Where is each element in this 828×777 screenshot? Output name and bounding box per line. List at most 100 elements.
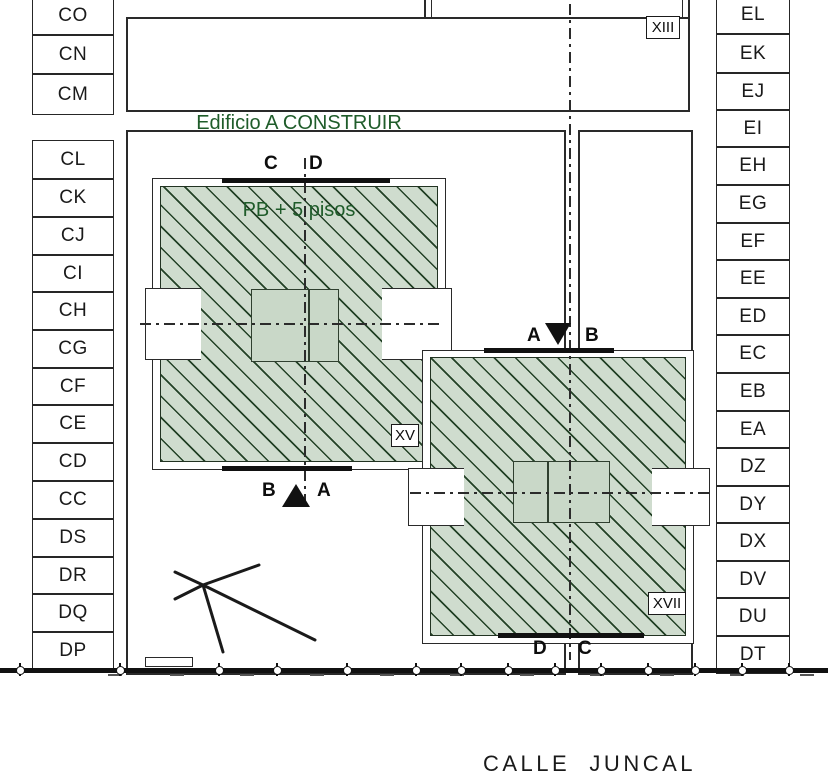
lot-cell[interactable]: CO (32, 0, 114, 35)
lot-cell[interactable]: DR (32, 557, 114, 594)
building-note: Edificio A CONSTRUIR PB + 5 pisos (152, 51, 446, 283)
lot-cell[interactable]: CD (32, 443, 114, 481)
lot-label: CO (58, 4, 88, 26)
lot-cell[interactable]: EE (716, 260, 790, 298)
lot-cell[interactable]: CI (32, 255, 114, 292)
lot-label: EI (743, 117, 763, 139)
lot-label: ED (739, 305, 767, 327)
lot-cell[interactable]: EL (716, 0, 790, 34)
lot-label: CJ (60, 225, 86, 246)
lot-cell[interactable]: DX (716, 523, 790, 561)
street-dash (310, 674, 324, 676)
lot-label: DT (739, 644, 767, 665)
lot-cell[interactable]: EH (716, 147, 790, 185)
lot-cell[interactable]: EF (716, 223, 790, 260)
street-dash (240, 674, 254, 676)
lot-cell[interactable]: CF (32, 368, 114, 405)
lot-cell[interactable]: CN (32, 35, 114, 74)
street-dash (520, 674, 534, 676)
unit-tag-xiii[interactable]: XIII (646, 16, 680, 39)
lot-cell[interactable]: CC (32, 481, 114, 519)
lot-cell[interactable]: EA (716, 411, 790, 448)
lot-label: CF (59, 375, 87, 397)
lot-cell[interactable]: EC (716, 335, 790, 373)
courtyard-notch-se2 (652, 468, 710, 526)
section-bar-ba-left (222, 466, 352, 471)
lot-label: CH (58, 300, 88, 321)
centerline-horizontal-left (140, 323, 440, 325)
lot-label: EG (738, 193, 768, 214)
unit-tag-xv[interactable]: XV (391, 424, 419, 447)
parcel-outline-note-band (126, 17, 690, 112)
lot-cell[interactable]: CJ (32, 217, 114, 255)
lot-label: EK (739, 42, 767, 64)
north-arrow-icon (173, 563, 317, 654)
kerb-ramp-box (145, 657, 193, 667)
kerb-node (691, 666, 700, 675)
lot-label: CC (58, 489, 88, 510)
lot-cell[interactable]: DP (32, 632, 114, 670)
street-dash (800, 674, 814, 676)
street-dash (450, 674, 464, 676)
kerb-node (457, 666, 466, 675)
kerb-node (738, 666, 747, 675)
courtyard-notch-sw2 (408, 468, 464, 526)
section-arrow-down-icon (545, 323, 571, 345)
lot-cell[interactable]: CH (32, 292, 114, 330)
lot-cell[interactable]: DT (716, 636, 790, 674)
section-label-a-left: A (317, 480, 331, 501)
centerline-vertical-left (304, 158, 306, 508)
lot-label: DQ (58, 602, 88, 623)
lot-cell[interactable]: EB (716, 373, 790, 411)
section-label-c-bottom: C (578, 638, 592, 659)
lot-cell[interactable]: DQ (32, 594, 114, 632)
lot-label: EH (739, 155, 767, 176)
lot-label: CK (59, 187, 87, 208)
kerb-node (273, 666, 282, 675)
lot-cell[interactable]: EG (716, 185, 790, 223)
kerb-node (597, 666, 606, 675)
lot-label: EA (739, 418, 767, 440)
lot-label: DP (59, 640, 87, 661)
lot-cell[interactable]: DV (716, 561, 790, 598)
lot-cell[interactable]: ED (716, 298, 790, 335)
section-label-b-left: B (262, 480, 276, 501)
kerb-node (16, 666, 25, 675)
lot-cell[interactable]: DZ (716, 448, 790, 486)
section-bar-ab-right (484, 348, 614, 353)
kerb-node (504, 666, 513, 675)
lot-label: CM (57, 83, 89, 105)
lot-cell[interactable]: CG (32, 330, 114, 368)
section-label-a-right: A (527, 325, 541, 346)
unit-tag-xvii[interactable]: XVII (648, 592, 686, 615)
street-dash (660, 674, 674, 676)
lot-label: CI (63, 262, 83, 284)
kerb-node (785, 666, 794, 675)
kerb-node (644, 666, 653, 675)
lot-cell[interactable]: EJ (716, 73, 790, 110)
lot-cell[interactable]: CE (32, 405, 114, 443)
section-label-d-bottom: D (533, 638, 547, 659)
lot-label: EL (740, 4, 766, 25)
lot-cell[interactable]: CL (32, 140, 114, 179)
lot-cell[interactable]: DY (716, 486, 790, 523)
lot-cell[interactable]: DU (716, 598, 790, 636)
lot-cell[interactable]: CK (32, 179, 114, 217)
street-dash (380, 674, 394, 676)
street-dash (590, 674, 604, 676)
lot-cell[interactable]: DS (32, 519, 114, 557)
lot-label: EF (740, 230, 766, 252)
lot-cell[interactable]: EI (716, 110, 790, 147)
section-bar-dc-bottom (498, 633, 644, 638)
lot-label: CG (58, 338, 88, 359)
building-note-line2: PB + 5 pisos (242, 199, 356, 221)
lot-cell[interactable]: CM (32, 74, 114, 115)
kerb-node (551, 666, 560, 675)
lot-label: EC (739, 343, 767, 364)
lot-cell[interactable]: EK (716, 34, 790, 73)
lot-label: EE (739, 268, 767, 289)
lot-label: CN (58, 43, 88, 65)
lot-label: DV (739, 568, 767, 590)
section-label-c-top: C (264, 153, 278, 174)
